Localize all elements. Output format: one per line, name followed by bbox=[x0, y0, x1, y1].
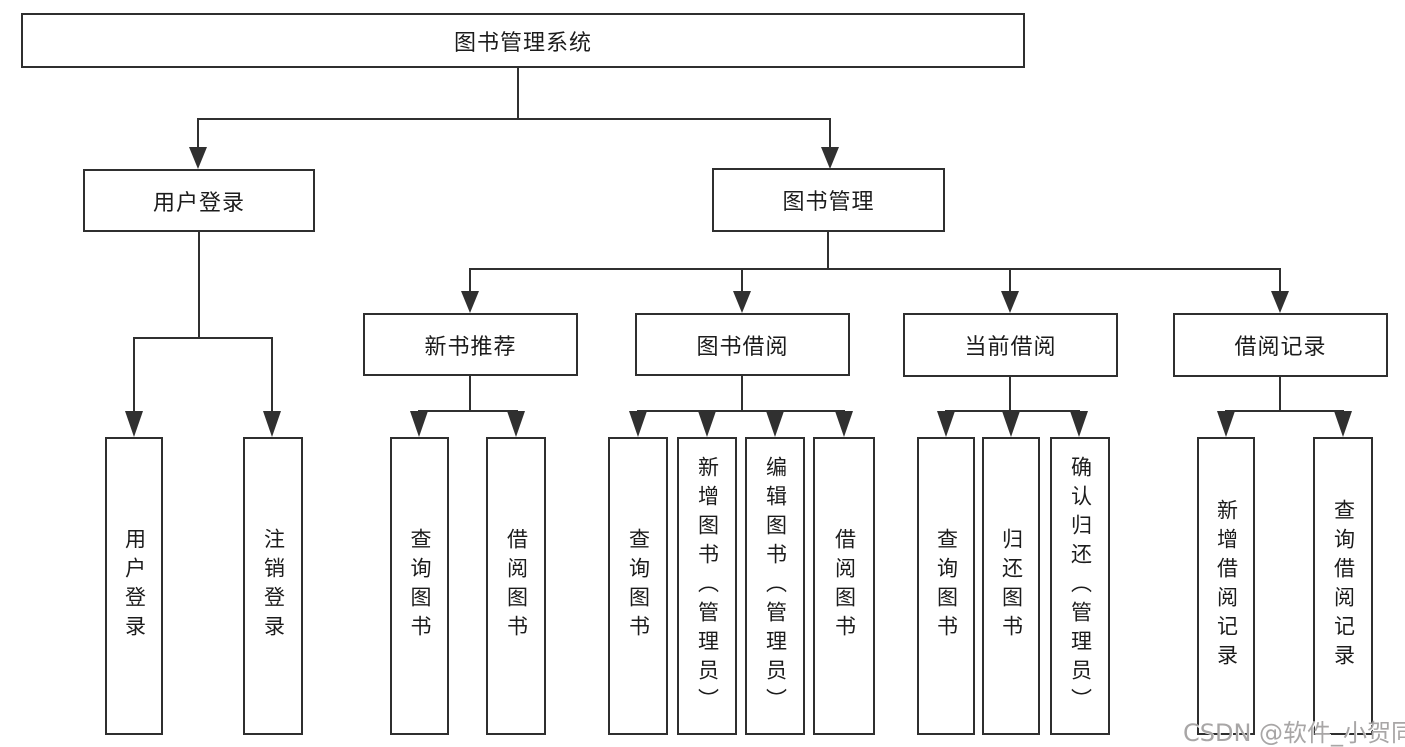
leaf-label: 编辑图书（管理员） bbox=[763, 455, 788, 717]
connector-line bbox=[1009, 268, 1011, 294]
leaf-cb-confirm-return-admin: 确认归还（管理员） bbox=[1050, 437, 1110, 735]
leaf-label: 查询图书 bbox=[934, 528, 959, 644]
leaf-user-login: 用户登录 bbox=[105, 437, 163, 735]
arrow-down-icon bbox=[189, 147, 207, 169]
leaf-label: 借阅图书 bbox=[504, 528, 529, 644]
arrow-down-icon bbox=[410, 411, 428, 437]
node-user-login: 用户登录 bbox=[83, 169, 315, 232]
connector-line bbox=[741, 376, 743, 411]
node-book-management: 图书管理 bbox=[712, 168, 945, 232]
connector-line bbox=[469, 376, 471, 411]
connector-line bbox=[741, 268, 743, 294]
connector-line bbox=[418, 410, 518, 412]
leaf-bb-edit-books-admin: 编辑图书（管理员） bbox=[745, 437, 805, 735]
connector-line bbox=[1225, 410, 1344, 412]
arrow-down-icon bbox=[125, 411, 143, 437]
connector-line bbox=[197, 118, 831, 120]
arrow-down-icon bbox=[733, 291, 751, 313]
connector-line bbox=[469, 268, 471, 294]
arrow-down-icon bbox=[629, 411, 647, 437]
arrow-down-icon bbox=[1001, 291, 1019, 313]
arrow-down-icon bbox=[507, 411, 525, 437]
connector-line bbox=[197, 118, 199, 151]
node-current-borrowing: 当前借阅 bbox=[903, 313, 1118, 377]
connector-line bbox=[133, 337, 135, 413]
node-root: 图书管理系统 bbox=[21, 13, 1025, 68]
leaf-br-query-record: 查询借阅记录 bbox=[1313, 437, 1373, 735]
leaf-nb-borrow-books: 借阅图书 bbox=[486, 437, 546, 735]
leaf-label: 用户登录 bbox=[122, 528, 147, 644]
leaf-bb-query-books: 查询图书 bbox=[608, 437, 668, 735]
node-book-borrowing: 图书借阅 bbox=[635, 313, 850, 376]
leaf-label: 新增借阅记录 bbox=[1214, 499, 1239, 673]
connector-line bbox=[1009, 377, 1011, 411]
leaf-label: 新增图书（管理员） bbox=[695, 455, 720, 717]
arrow-down-icon bbox=[937, 411, 955, 437]
connector-line bbox=[133, 337, 273, 339]
arrow-down-icon bbox=[1334, 411, 1352, 437]
node-new-book-recommend: 新书推荐 bbox=[363, 313, 578, 376]
leaf-cb-query-books: 查询图书 bbox=[917, 437, 975, 735]
leaf-label: 查询借阅记录 bbox=[1331, 499, 1356, 673]
arrow-down-icon bbox=[1002, 411, 1020, 437]
leaf-br-add-record: 新增借阅记录 bbox=[1197, 437, 1255, 735]
arrow-down-icon bbox=[1070, 411, 1088, 437]
connector-line bbox=[1279, 268, 1281, 294]
connector-line bbox=[1279, 377, 1281, 411]
leaf-label: 借阅图书 bbox=[832, 528, 857, 644]
leaf-label: 注销登录 bbox=[261, 528, 286, 644]
arrow-down-icon bbox=[1217, 411, 1235, 437]
connector-line bbox=[469, 268, 1281, 270]
connector-line bbox=[198, 232, 200, 338]
arrow-down-icon bbox=[821, 147, 839, 169]
arrow-down-icon bbox=[835, 411, 853, 437]
leaf-label: 确认归还（管理员） bbox=[1068, 455, 1093, 717]
arrow-down-icon bbox=[461, 291, 479, 313]
leaf-bb-add-books-admin: 新增图书（管理员） bbox=[677, 437, 737, 735]
leaf-label: 查询图书 bbox=[408, 528, 432, 644]
arrow-down-icon bbox=[263, 411, 281, 437]
leaf-nb-query-books: 查询图书 bbox=[390, 437, 449, 735]
arrow-down-icon bbox=[698, 411, 716, 437]
connector-line bbox=[637, 410, 845, 412]
connector-line bbox=[827, 232, 829, 270]
leaf-label: 归还图书 bbox=[999, 528, 1024, 644]
leaf-label: 查询图书 bbox=[626, 528, 651, 644]
connector-line bbox=[829, 118, 831, 151]
arrow-down-icon bbox=[1271, 291, 1289, 313]
leaf-logout: 注销登录 bbox=[243, 437, 303, 735]
leaf-bb-borrow-books: 借阅图书 bbox=[813, 437, 875, 735]
csdn-watermark: CSDN @软件_小贺同学 bbox=[1183, 719, 1405, 747]
connector-line bbox=[271, 337, 273, 413]
connector-line bbox=[517, 68, 519, 119]
arrow-down-icon bbox=[766, 411, 784, 437]
node-borrowing-records: 借阅记录 bbox=[1173, 313, 1388, 377]
leaf-cb-return-books: 归还图书 bbox=[982, 437, 1040, 735]
